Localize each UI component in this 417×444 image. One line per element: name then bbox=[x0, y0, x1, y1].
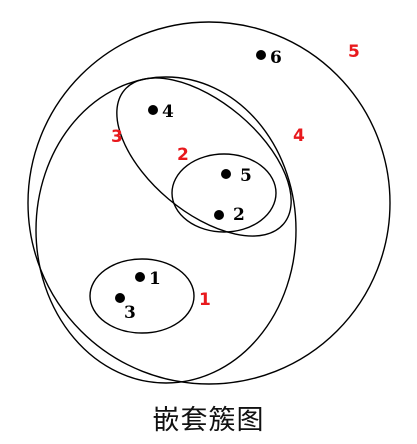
cluster-5-boundary bbox=[27, 21, 391, 385]
point-4-label: 4 bbox=[162, 102, 174, 122]
cluster-1-boundary bbox=[89, 258, 195, 334]
point-2-label: 2 bbox=[233, 205, 245, 225]
cluster-3-boundary bbox=[116, 77, 292, 237]
point-5-dot bbox=[221, 169, 231, 179]
point-6-label: 6 bbox=[270, 48, 282, 68]
point-5-label: 5 bbox=[240, 166, 252, 186]
point-4-dot bbox=[148, 105, 158, 115]
cluster-2-boundary bbox=[171, 153, 277, 233]
cluster-3-label: 3 bbox=[111, 127, 123, 147]
cluster-2-label: 2 bbox=[177, 145, 189, 165]
point-3-dot bbox=[115, 293, 125, 303]
figure-caption: 嵌套簇图 bbox=[152, 405, 265, 436]
cluster-5-label: 5 bbox=[348, 42, 360, 62]
point-2-dot bbox=[214, 210, 224, 220]
cluster-4-label: 4 bbox=[293, 126, 305, 146]
point-3-label: 3 bbox=[124, 303, 136, 323]
cluster-1-label: 1 bbox=[199, 290, 211, 310]
point-1-label: 1 bbox=[149, 269, 161, 289]
point-6-dot bbox=[256, 50, 266, 60]
cluster-4-boundary bbox=[35, 76, 297, 384]
point-1-dot bbox=[135, 272, 145, 282]
